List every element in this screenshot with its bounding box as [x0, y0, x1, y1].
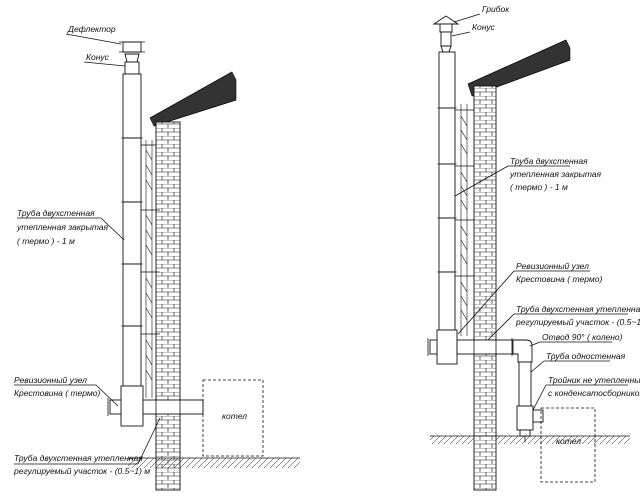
left-diagram: котел Дефлектор Конус Труба двухстенная …	[13, 24, 300, 491]
right-revision-line1: Ревизионный узел	[516, 261, 589, 271]
left-pipe-adjustable-line1: Труба двухстенная утепленная	[14, 453, 143, 463]
right-pipe-insulated-line3: ( термо ) - 1 м	[510, 182, 568, 192]
left-pipe-insulated-line2: утепленная закрытая	[16, 222, 109, 232]
right-single-wall-pipe	[516, 361, 544, 442]
right-pipe-insulated-line2: утепленная закрытая	[509, 169, 602, 179]
left-pipe-insulated-line1: Труба двухстенная	[17, 208, 95, 218]
right-elbow	[511, 338, 533, 363]
right-revision-tee	[427, 329, 514, 365]
left-brick-wall	[155, 121, 181, 491]
right-elbow-label: Отвод 90° ( колено)	[542, 332, 623, 342]
right-tee-line2: с конденсатосборником	[548, 388, 640, 398]
left-revision-line1: Ревизионный узел	[14, 375, 87, 385]
right-mushroom-cap	[432, 15, 460, 53]
right-revision-line2: Крестовина ( термо)	[516, 274, 602, 284]
right-boiler-label: котел	[556, 436, 581, 446]
right-pipe-single-label: Труба одностенная	[546, 351, 626, 361]
right-wall-brackets	[455, 104, 474, 336]
right-mushroom-label: Грибок	[482, 4, 510, 14]
left-revision-line2: Крестовина ( термо)	[14, 388, 100, 398]
left-boiler	[202, 379, 264, 457]
right-diagram: котел Грибок Конус Труба двухстенная уте…	[427, 4, 640, 491]
right-boiler	[540, 407, 596, 483]
left-cone-label: Конус	[86, 52, 110, 62]
left-vertical-pipe	[121, 73, 143, 387]
right-cone-label: Конус	[472, 22, 496, 32]
right-vertical-pipe	[437, 51, 457, 331]
left-deflector-label: Дефлектор	[67, 24, 116, 34]
right-tee-line1: Тройник не утепленный	[548, 375, 640, 385]
left-pipe-adjustable-line2: регулируемый участок - (0.5~1) м	[13, 466, 150, 476]
right-brick-wall	[473, 85, 497, 491]
left-revision-tee	[107, 385, 204, 427]
right-pipe-adjustable-line1: Труба двухстенная утепленная	[516, 304, 640, 314]
left-deflector	[119, 41, 145, 75]
right-pipe-insulated-line1: Труба двухстенная	[510, 156, 588, 166]
left-boiler-label: котел	[222, 411, 247, 421]
left-wall-brackets	[141, 140, 160, 398]
left-roof	[149, 71, 237, 127]
right-pipe-adjustable-line2: регулируемый участок - (0.5~1) м	[515, 317, 640, 327]
left-pipe-insulated-line3: ( термо ) - 1 м	[17, 236, 75, 246]
